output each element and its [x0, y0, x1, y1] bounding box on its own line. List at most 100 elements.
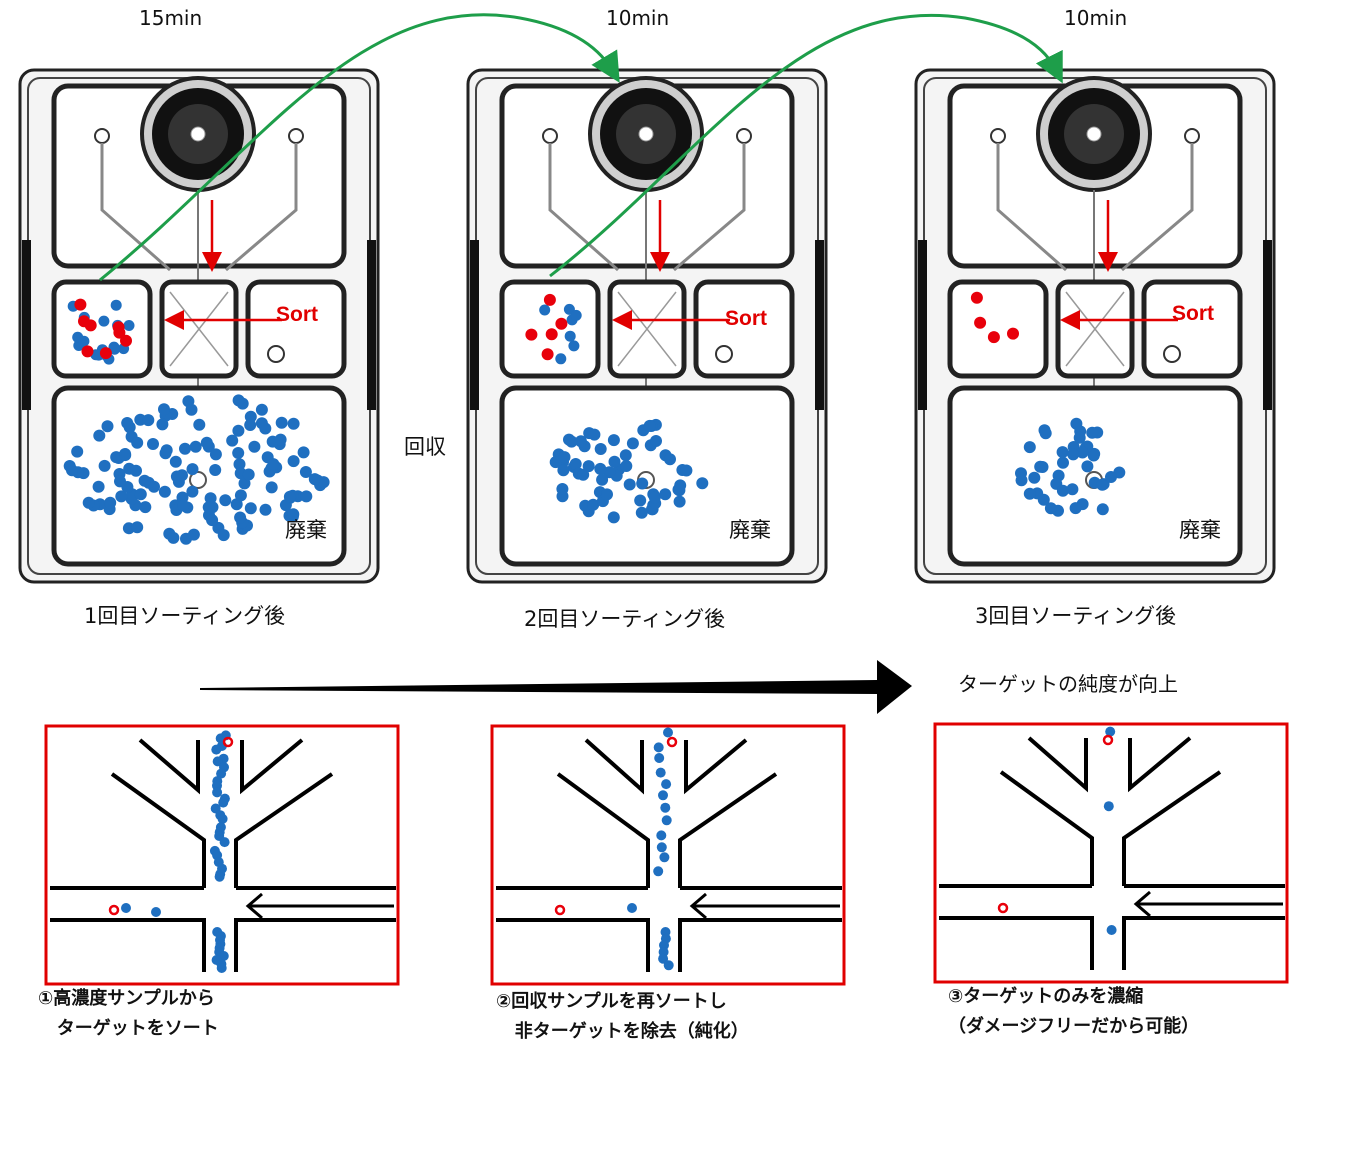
caption-1: 1回目ソーティング後: [84, 604, 286, 628]
waste-cell: [160, 444, 173, 457]
waste-cell: [179, 442, 191, 455]
stream-cell: [211, 744, 222, 755]
waste-cell: [1028, 471, 1041, 484]
waste-cell: [104, 496, 117, 509]
sort-buffer-chamber: [1141, 279, 1243, 379]
sorted-target-cell: [554, 904, 566, 916]
time-label-1: 15min: [139, 6, 203, 30]
port: [1163, 345, 1181, 363]
waste-cell: [603, 466, 616, 479]
channel-wall: [678, 918, 842, 972]
waste-cell: [66, 464, 78, 477]
side-clip: [367, 240, 376, 410]
waste-cell: [242, 468, 255, 481]
waste-cell: [265, 481, 278, 494]
waste-cell: [274, 433, 287, 446]
zoom-panel-frame: [933, 722, 1289, 984]
waste-cell: [308, 473, 321, 486]
channel: [996, 143, 1067, 272]
channel-wall: [556, 772, 650, 888]
waste-cell: [1066, 483, 1079, 496]
waste-cell: [131, 521, 144, 534]
waste-cell: [232, 424, 245, 437]
non-target-cell: [568, 340, 580, 352]
non-target-cell: [123, 320, 135, 331]
waste-cell: [238, 477, 251, 490]
waste-label-1: 廃棄: [285, 518, 327, 542]
waste-cell: [82, 496, 95, 509]
waste-cell: [1039, 427, 1052, 440]
stream-cell: [218, 797, 229, 808]
waste-cell: [574, 435, 587, 448]
waste-cell: [193, 418, 206, 431]
target-cell: [99, 347, 112, 360]
waste-cell: [234, 489, 247, 502]
target-cell: [525, 328, 538, 341]
waste-cell: [620, 460, 633, 472]
channel-wall: [1027, 736, 1088, 793]
zoom-panel-2: [490, 724, 846, 986]
waste-cell: [635, 506, 648, 519]
sorted-non-target-cell: [151, 907, 161, 917]
waste-cell: [93, 429, 106, 442]
waste-cell: [565, 435, 578, 448]
waste-cell: [557, 464, 570, 477]
waste-cell: [680, 464, 693, 477]
stream-cell: [1103, 801, 1114, 812]
waste-cell: [244, 419, 257, 431]
target-cell: [84, 319, 97, 332]
side-clip: [815, 240, 824, 410]
channel: [548, 143, 619, 272]
purity-trend-arrow: [200, 660, 912, 714]
waste-cell: [582, 460, 595, 473]
sheath-flow-arrowhead: [245, 892, 263, 920]
port: [94, 128, 110, 144]
waste-cell: [169, 455, 182, 468]
waste-cell: [643, 419, 656, 432]
target-cell: [543, 293, 556, 306]
step-3-text: ③ターゲットのみを濃縮 （ダメージフリーだから可能）: [948, 986, 1200, 1037]
non-target-cell: [78, 335, 90, 347]
waste-cell: [607, 511, 620, 524]
waste-cell: [114, 475, 126, 488]
non-target-cell: [564, 330, 576, 342]
waste-cell: [659, 488, 672, 501]
waste-cell: [1056, 484, 1069, 497]
waste-cell: [71, 445, 84, 458]
waste-label-3: 廃棄: [1179, 518, 1221, 542]
waste-cell: [226, 434, 239, 447]
channel-wall: [138, 738, 200, 795]
target-cell: [541, 348, 554, 361]
channel-wall: [1122, 770, 1222, 886]
port: [736, 128, 752, 144]
waste-cell: [608, 455, 621, 468]
waste-cell: [234, 511, 247, 524]
waste-cell: [158, 403, 170, 416]
non-target-cell: [110, 299, 122, 311]
collection-chamber: [51, 279, 153, 379]
side-clip: [1263, 240, 1272, 410]
sorted-non-target-cell: [627, 903, 637, 913]
stream-cell: [663, 727, 673, 738]
cartridge-2: [466, 68, 828, 584]
incoming-target-cell: [222, 736, 234, 748]
waste-cell: [1034, 460, 1047, 473]
port: [267, 345, 285, 363]
waste-cell: [1023, 441, 1036, 454]
waste-stream-cell: [216, 963, 227, 973]
waste-cell: [299, 466, 312, 478]
waste-cell: [1057, 456, 1069, 469]
waste-cell: [185, 403, 198, 416]
waste-cell: [619, 449, 632, 462]
channel-wall: [234, 772, 334, 888]
waste-cell: [577, 468, 590, 481]
side-clip: [22, 240, 31, 410]
non-target-cell: [570, 309, 582, 321]
non-target-cell: [539, 304, 551, 316]
waste-stream-cell: [663, 960, 674, 971]
channel-wall: [50, 918, 206, 972]
channel-wall: [1122, 916, 1285, 970]
waste-cell: [1096, 478, 1109, 491]
stream-cell: [658, 790, 668, 801]
waste-cell: [259, 503, 272, 516]
